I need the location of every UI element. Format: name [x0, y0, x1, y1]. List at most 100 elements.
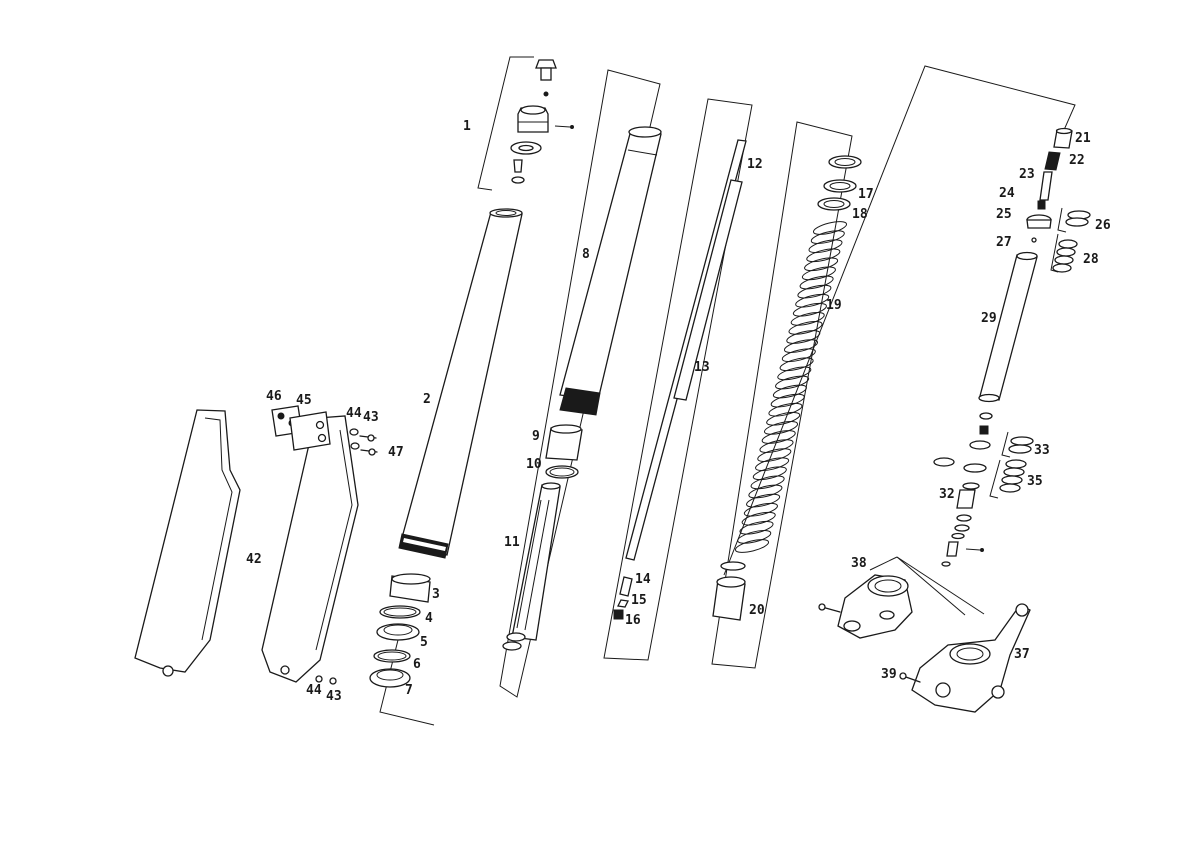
cap-valve	[513, 159, 523, 173]
part-45-plate	[289, 411, 331, 451]
callout-21: 21	[1075, 131, 1091, 146]
spring-coil	[792, 302, 827, 317]
spring-coil	[755, 457, 790, 472]
callout-43-top: 43	[363, 410, 379, 425]
callout-23: 23	[1019, 167, 1035, 182]
ring-left	[933, 457, 955, 467]
spring-coil	[781, 348, 816, 363]
callout-24: 24	[999, 186, 1015, 201]
callout-18: 18	[852, 207, 868, 222]
spring-coil	[759, 439, 794, 453]
part-18-washer	[817, 197, 851, 211]
callout-20: 20	[749, 603, 765, 618]
part-30-nut	[979, 425, 989, 435]
spring-coil	[775, 375, 810, 390]
part-33-shim-a	[1010, 436, 1034, 446]
part-39-bolt	[899, 672, 907, 680]
callout-8: 8	[582, 247, 590, 262]
cartridge-group	[933, 127, 1091, 567]
part-24-nut	[1037, 200, 1046, 210]
spring-coil	[799, 275, 834, 290]
part-23-rod	[1039, 171, 1053, 201]
spring-coil	[812, 221, 848, 235]
group1-bracket	[477, 56, 522, 191]
callout-29: 29	[981, 311, 997, 326]
part-27-ball	[1031, 237, 1037, 243]
bracket-33	[1001, 431, 1011, 458]
spring-coil	[804, 257, 839, 272]
damper-parts	[502, 424, 583, 651]
part-42-fork-guard-back	[261, 415, 359, 683]
panel-17-20	[711, 121, 853, 669]
spring-coil	[737, 530, 772, 544]
callout-43-bottom: 43	[326, 689, 342, 704]
part-19-spring	[734, 221, 848, 553]
callout-1: 1	[463, 119, 471, 134]
part-28-shim-a	[1058, 239, 1078, 249]
callout-47: 47	[388, 445, 404, 460]
spring-coil	[770, 393, 805, 408]
spring-coil	[748, 484, 783, 499]
part-14-pin	[619, 576, 633, 597]
callout-32: 32	[939, 487, 955, 502]
part-17-washer-b	[823, 179, 857, 193]
inner-tube-thread	[559, 387, 601, 416]
spring-coil	[734, 539, 770, 553]
fork-guards	[134, 405, 378, 685]
callout-25: 25	[996, 207, 1012, 222]
leader-38	[869, 556, 898, 571]
group2-bracket	[379, 639, 435, 726]
spring-coil	[763, 421, 799, 435]
spring-coil	[777, 366, 812, 381]
callout-9: 9	[532, 429, 540, 444]
leader-38-37a	[896, 556, 985, 615]
part-35-shim-d	[999, 483, 1021, 493]
callout-37: 37	[1014, 647, 1030, 662]
inner-tube-body	[559, 129, 662, 401]
part-33-shim-b	[1008, 444, 1032, 454]
leader-38-37b	[896, 556, 966, 616]
ring-mid	[963, 463, 987, 473]
spring-coil	[795, 293, 830, 308]
spring-coil	[806, 248, 841, 263]
callout-39: 39	[881, 667, 897, 682]
callout-38: 38	[851, 556, 867, 571]
part-37-bore	[949, 643, 991, 665]
part-38-bore	[867, 575, 909, 597]
bracket-35	[989, 459, 1001, 499]
spring-coil	[801, 266, 836, 281]
callout-labels: 1 2 3 4 5 6 7 8 9 10 11 12 13 14 15 16 1…	[246, 119, 1111, 704]
spring-coil	[788, 321, 823, 335]
part-35-shim-a	[1005, 459, 1027, 469]
panel-21-35	[723, 65, 1076, 576]
spring-coil	[739, 520, 774, 535]
part-28-shim-c	[1054, 255, 1074, 265]
part-26-shim-b	[1065, 217, 1089, 227]
part-22-spring	[1044, 151, 1061, 171]
group-outlines	[379, 56, 1076, 726]
callout-46: 46	[266, 389, 282, 404]
spring-coil	[746, 493, 781, 508]
outer-tube-body	[399, 211, 523, 556]
callout-22: 22	[1069, 153, 1085, 168]
callout-35: 35	[1027, 474, 1043, 489]
spring-coil	[768, 402, 803, 417]
spring-coil	[783, 339, 819, 353]
callout-27: 27	[996, 235, 1012, 250]
callout-10: 10	[526, 457, 542, 472]
panel-8-11	[499, 69, 661, 698]
callout-7: 7	[405, 683, 413, 698]
part-32-valve	[956, 489, 976, 509]
panel-12-16	[603, 98, 753, 661]
spring-coil	[741, 511, 776, 526]
callout-44-bottom: 44	[306, 683, 322, 698]
callout-16: 16	[625, 613, 641, 628]
spring-coil	[779, 357, 814, 372]
spring-coil	[797, 284, 832, 299]
callout-45: 45	[296, 393, 312, 408]
part-35-shim-c	[1001, 475, 1023, 485]
callout-3: 3	[432, 587, 440, 602]
callout-4: 4	[425, 611, 433, 626]
part-35-shim-b	[1003, 467, 1025, 477]
